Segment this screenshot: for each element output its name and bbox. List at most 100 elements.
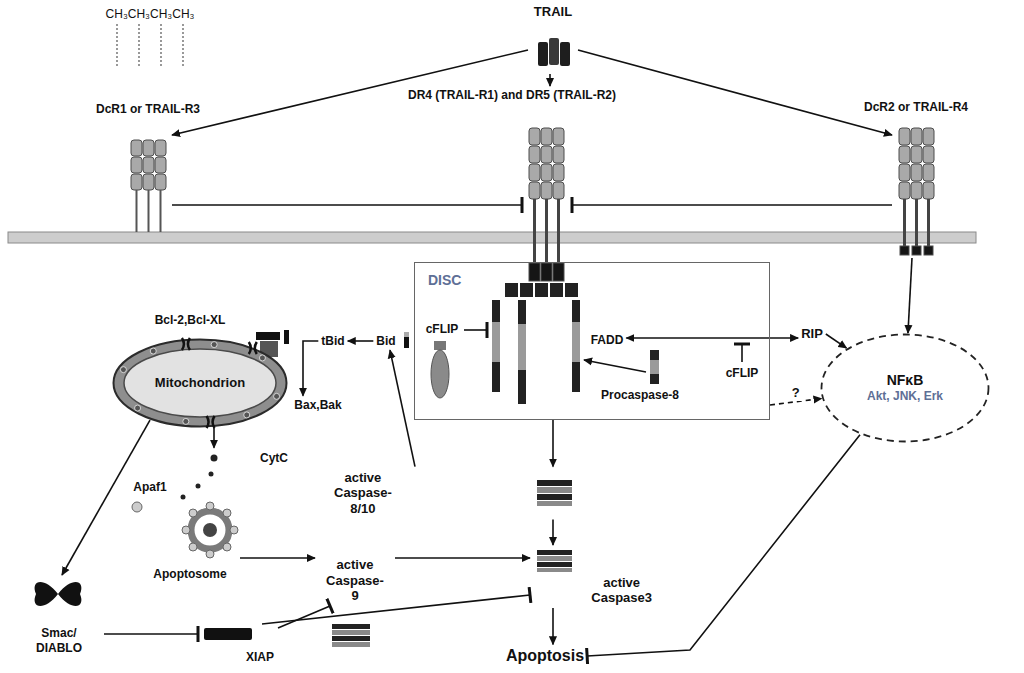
gpi-anchor — [138, 24, 139, 66]
caspase-9-icon — [332, 630, 370, 635]
node-text: RIP — [801, 326, 823, 342]
decoy-receptor-1 — [160, 190, 162, 232]
death-receptor — [553, 182, 564, 199]
protein-label: Bid — [373, 332, 398, 350]
protein-label: Smac/ DIABLO — [14, 575, 104, 657]
node-text: active Caspase-8/10 — [334, 470, 392, 517]
decoy-receptor-1 — [155, 140, 166, 156]
activation-arrow — [62, 420, 150, 575]
inhibition-line — [104, 633, 198, 635]
death-receptor — [541, 164, 552, 181]
fadd-adaptor — [535, 283, 548, 297]
node-text: cFLIP — [426, 322, 459, 336]
decoy-receptor-2 — [924, 246, 933, 255]
trail-ligand — [538, 42, 548, 66]
procaspase-8-icon — [650, 360, 659, 374]
decoy-receptor-2 — [899, 146, 910, 163]
apoptosome-ring — [223, 543, 231, 551]
gpi-anchor — [117, 24, 183, 66]
outcome-label: Apoptosis — [503, 644, 587, 667]
complex-label: Apoptosome — [140, 505, 240, 583]
membrane-protein — [244, 412, 250, 418]
membrane-protein — [135, 405, 141, 411]
death-receptor — [529, 164, 540, 181]
bid-icon — [404, 332, 409, 348]
decoy-receptor-2 — [923, 182, 934, 199]
decoy-receptor-2 — [911, 128, 922, 145]
node-text: Apoptosome — [153, 567, 226, 581]
node-text: Bid — [376, 334, 395, 348]
cytochrome-c-dots — [181, 495, 186, 500]
activation-arrow — [395, 557, 530, 559]
node-text: Smac/ DIABLO — [36, 626, 82, 655]
protein-label: cFLIP — [423, 320, 462, 338]
protein-label: CytC — [204, 448, 292, 468]
death-receptor — [541, 182, 552, 199]
node-text: DcR1 or TRAIL-R3 — [96, 102, 200, 116]
caspase-8-in-disc — [518, 324, 526, 370]
decoy-receptor-1 — [155, 174, 166, 190]
cflip-inhibition — [734, 344, 750, 362]
death-receptor — [557, 199, 560, 262]
decoy-receptor-1 — [136, 190, 138, 232]
death-receptor — [529, 128, 540, 145]
decoy-receptor-1 — [143, 174, 154, 190]
fadd-adaptor — [565, 283, 578, 297]
node-text: active Caspase3 — [591, 575, 652, 606]
ligand: TRAIL — [528, 2, 578, 74]
cytochrome-c-dots — [211, 455, 218, 462]
protein-label: FADD — [588, 331, 627, 349]
activation-arrow — [240, 557, 315, 559]
receptor: DcR2 or TRAIL-R4 — [892, 98, 940, 258]
receptor: DcR1 or TRAIL-R3 — [124, 100, 172, 212]
enzyme-label: active Caspase3 — [530, 545, 656, 608]
smac-icon — [35, 582, 58, 606]
connectors — [62, 50, 912, 656]
decoy-receptor-1 — [131, 157, 142, 173]
node-text: XIAP — [246, 650, 274, 664]
caspase-8-10-icon — [537, 494, 572, 500]
decoy-receptor-1 — [131, 140, 142, 156]
caspase-8-in-disc — [518, 300, 526, 324]
decoy-receptor-2 — [911, 164, 922, 181]
node-text: tBid — [321, 334, 344, 348]
bcl2-bax-icons — [284, 330, 289, 344]
activation-arrow — [348, 340, 374, 342]
node-text: Mitochondrion — [155, 375, 245, 391]
apaf1-icon — [132, 502, 142, 512]
procaspase-8-icon — [650, 374, 659, 384]
decoy-receptor-2 — [911, 146, 922, 163]
cflip-icon — [464, 329, 486, 331]
activation-arrow — [552, 608, 554, 644]
fadd-adaptor — [520, 283, 533, 297]
caspase-3-icon — [537, 550, 572, 555]
bcl2-bax-icons — [256, 332, 280, 340]
apoptosome-ring — [203, 523, 217, 537]
decoy-receptor-2 — [923, 164, 934, 181]
caspase-8-10-icon — [537, 501, 572, 506]
enzyme-label: active Caspase-9 — [315, 548, 395, 606]
trail-ligand — [560, 42, 570, 66]
protein-label: Apaf1 — [130, 478, 169, 496]
chemical-group: CH₃CH₃CH₃CH₃ — [106, 7, 195, 21]
cflip-icon — [486, 322, 489, 338]
node-text: DcR2 or TRAIL-R4 — [864, 100, 968, 114]
death-receptor — [553, 263, 564, 281]
activation-arrow — [552, 420, 554, 467]
death-receptor — [545, 199, 548, 262]
membrane-protein — [259, 355, 265, 361]
activation-arrow — [578, 50, 892, 135]
inhibition-line — [587, 435, 860, 656]
caspase-3-icon — [537, 550, 572, 572]
node-text: Apaf1 — [133, 480, 166, 494]
bid-icon — [404, 332, 409, 348]
caspase-8-in-disc — [492, 300, 500, 322]
inhibitor-label: cFLIP — [726, 366, 759, 380]
decoy-receptor-2 — [912, 246, 921, 255]
inhibition-line — [262, 595, 530, 624]
caspase-8-in-disc — [518, 370, 526, 404]
protein-label: RIP — [798, 324, 826, 344]
node-text: DR4 (TRAIL-R1) and DR5 (TRAIL-R2) — [408, 88, 616, 102]
membrane-protein — [120, 367, 126, 373]
trail-ligand — [538, 38, 570, 66]
